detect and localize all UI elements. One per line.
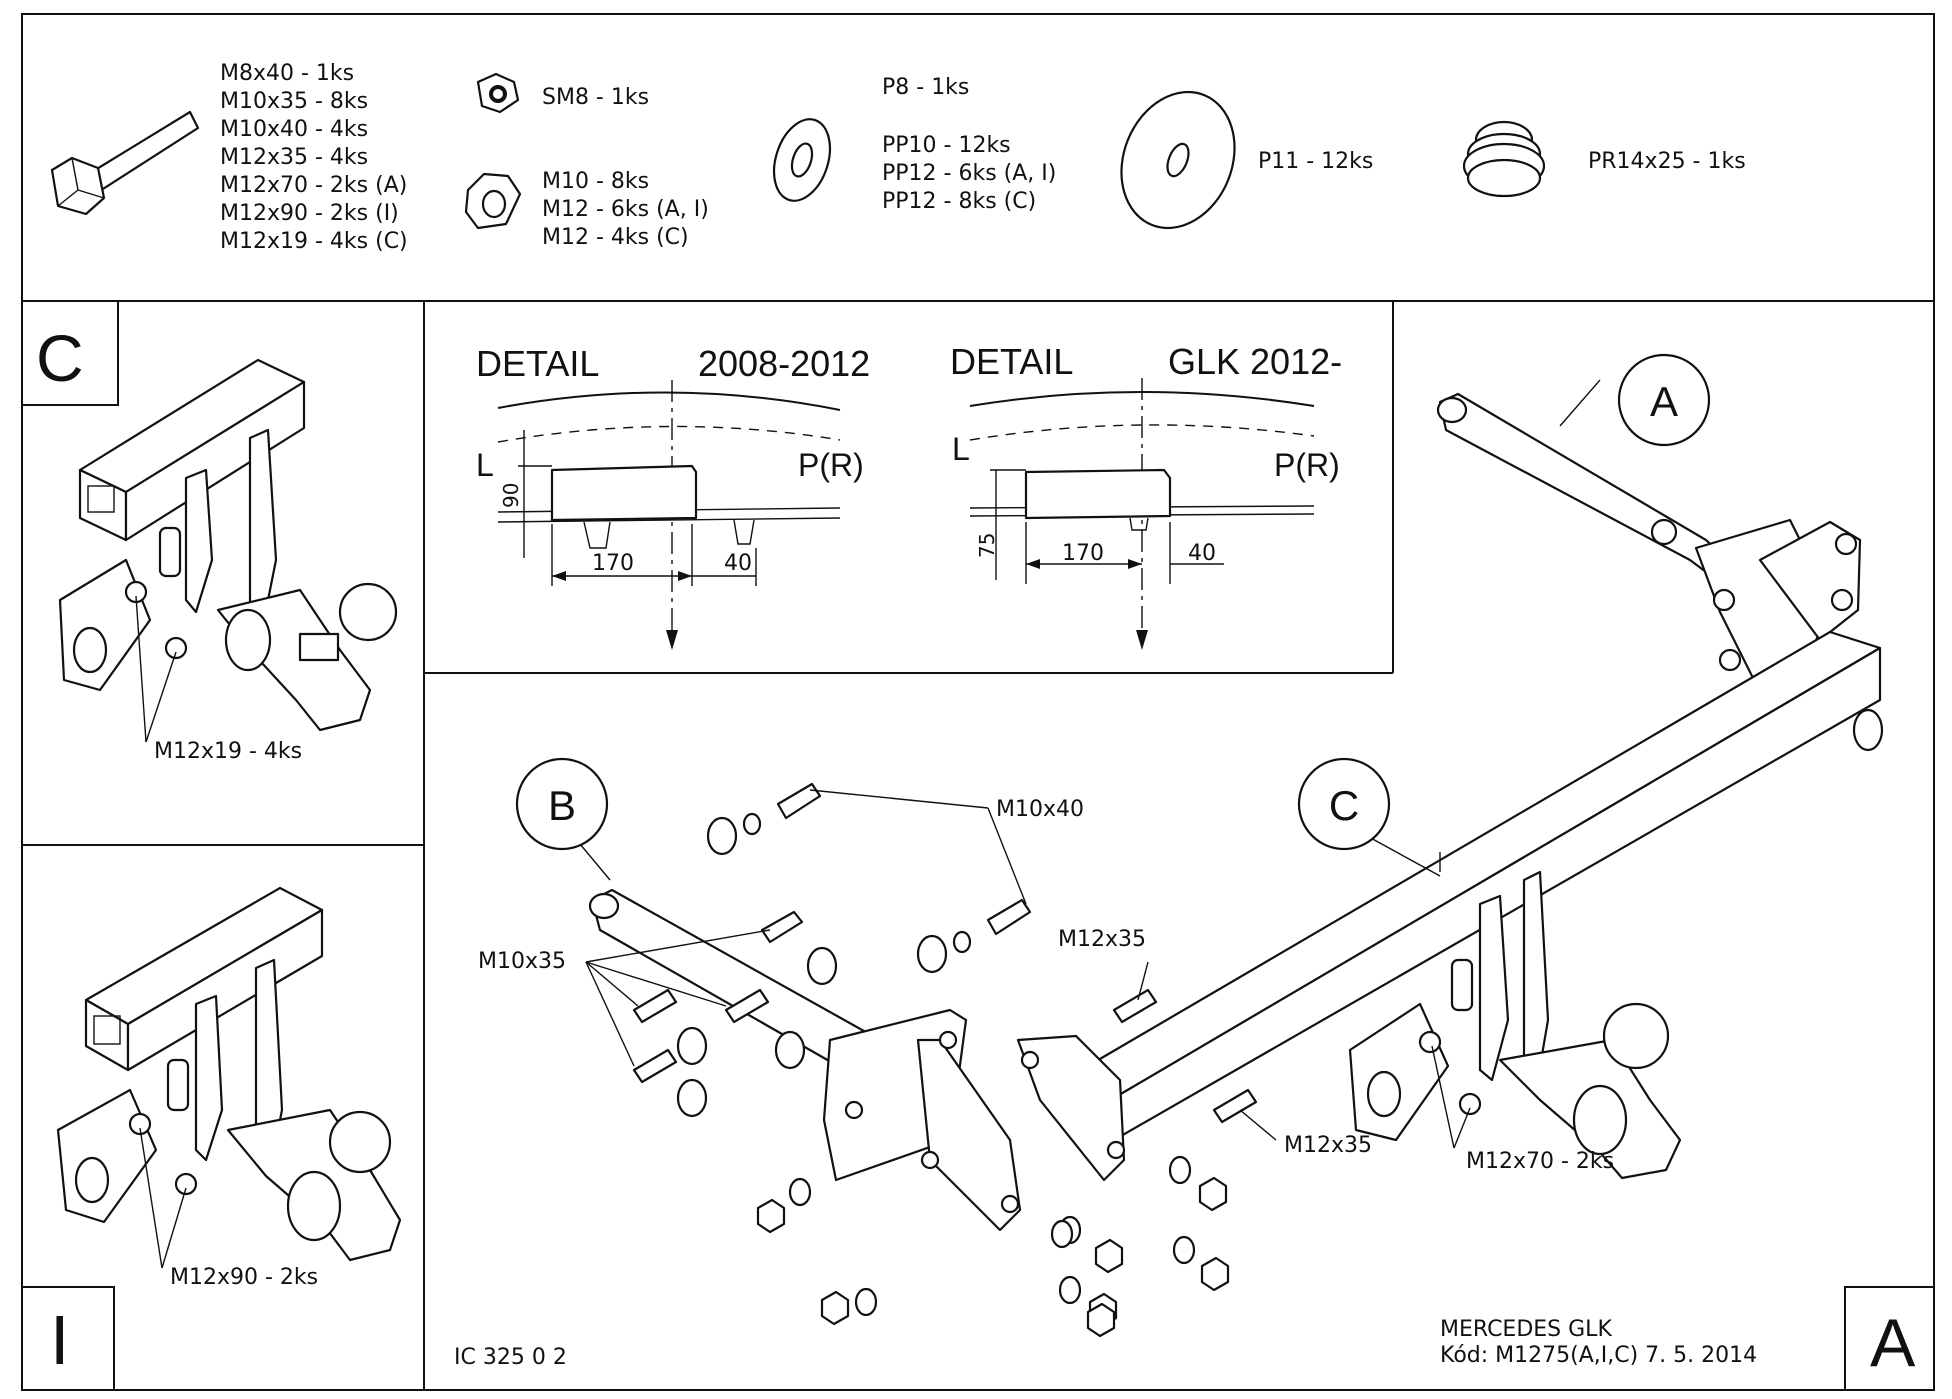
detail-left-label: L (952, 431, 970, 467)
washer-label: P8 - 1ks (882, 75, 969, 100)
callout-m10x40: M10x40 (996, 797, 1084, 822)
detail-dim-width: 170 (592, 551, 634, 576)
bolt-label: M12x90 - 2ks (I) (220, 201, 399, 226)
detail-dim-width: 170 (1062, 541, 1104, 566)
detail-left-label: L (476, 447, 494, 483)
leader-line (135, 595, 147, 743)
callout-bubble-label: B (548, 782, 576, 829)
panel-c: C M12x19 - 4ks (36, 321, 398, 764)
detail-years: GLK 2012- (1168, 341, 1342, 382)
nut-label: M12 - 6ks (A, I) (542, 197, 709, 222)
large-washer-icon (1120, 90, 1236, 230)
detail-title: DETAIL (476, 343, 599, 384)
fasteners (632, 782, 1258, 1338)
cross-beam-drawing (1062, 630, 1882, 1142)
frame-lines (21, 13, 1935, 1391)
washer-label: PP12 - 8ks (C) (882, 189, 1036, 214)
ball-hitch-drawing (1348, 870, 1682, 1180)
product-code: Kód: M1275(A,I,C) 7. 5. 2014 (1440, 1343, 1757, 1368)
detail-right-label: P(R) (798, 447, 864, 483)
detail-years: 2008-2012 (698, 343, 870, 384)
detail-dim-height: 75 (975, 533, 999, 558)
leader-line (161, 1187, 187, 1269)
panel-i: M12x90 - 2ks I (50, 886, 402, 1379)
callout-bubble-b: B (515, 757, 609, 851)
detail-glk-2012: DETAIL GLK 2012- L P(R) 75 170 40 (950, 341, 1342, 650)
arm-a-drawing (1436, 392, 1884, 752)
callout-bubble-label: C (1329, 782, 1359, 829)
nut-label: M12 - 4ks (C) (542, 225, 689, 250)
drawing-number: IC 325 0 2 (454, 1345, 567, 1370)
washer-icon (772, 118, 832, 202)
spring-washer-icon (1462, 120, 1546, 198)
callout-m12x35-top: M12x35 (1058, 927, 1146, 952)
bolt-label: M12x70 - 2ks (A) (220, 173, 407, 198)
bolt-label: M12x19 - 4ks (C) (220, 229, 408, 254)
panel-i-callout: M12x90 - 2ks (170, 1265, 318, 1290)
tow-bar-variant-c-drawing (58, 358, 398, 732)
self-locking-nut-icon (476, 72, 520, 114)
detail-dim-offset: 40 (1188, 541, 1216, 566)
large-washer-label: P11 - 12ks (1258, 149, 1373, 174)
arm-b-drawing (588, 888, 1126, 1232)
tow-bar-variant-i-drawing (56, 886, 402, 1262)
bolt-label: M10x40 - 4ks (220, 117, 368, 142)
callout-bubble-c: C (1297, 757, 1391, 851)
callout-m10x35: M10x35 (478, 949, 566, 974)
spring-washer-label: PR14x25 - 1ks (1588, 149, 1746, 174)
corner-letter: A (1870, 1305, 1916, 1381)
hex-bolt-icon (50, 110, 200, 216)
washer-label: PP12 - 6ks (A, I) (882, 161, 1056, 186)
detail-dim-offset: 40 (724, 551, 752, 576)
bolt-label: M10x35 - 8ks (220, 89, 368, 114)
panel-c-callout: M12x19 - 4ks (154, 739, 302, 764)
callout-m12x35-bottom: M12x35 (1284, 1133, 1372, 1158)
detail-title: DETAIL (950, 341, 1073, 382)
detail-right-label: P(R) (1274, 447, 1340, 483)
callout-bubble-label: A (1650, 378, 1678, 425)
callout-bubble-a: A (1617, 353, 1711, 447)
bolt-label: M12x35 - 4ks (220, 145, 368, 170)
detail-dim-height: 90 (499, 483, 523, 508)
leader-line (145, 651, 177, 743)
callout-m12x70: M12x70 - 2ks (1466, 1149, 1614, 1174)
panel-c-letter: C (36, 321, 84, 395)
main-assembly: A B C M10x40 M10x35 M12x35 M12x35 M12x70… (478, 353, 1884, 1338)
washer-label: PP10 - 12ks (882, 133, 1011, 158)
hex-nut-icon (464, 172, 522, 230)
panel-i-letter: I (50, 1301, 69, 1379)
nut-label: M10 - 8ks (542, 169, 649, 194)
bolt-label: M8x40 - 1ks (220, 61, 354, 86)
self-locking-nut-label: SM8 - 1ks (542, 85, 649, 110)
vehicle-name: MERCEDES GLK (1440, 1317, 1612, 1342)
title-block: IC 325 0 2 MERCEDES GLK Kód: M1275(A,I,C… (454, 1305, 1916, 1381)
leader-line (139, 1127, 163, 1269)
hardware-row: M8x40 - 1ks M10x35 - 8ks M10x40 - 4ks M1… (50, 61, 1746, 254)
detail-2008-2012: DETAIL 2008-2012 L P(R) 90 170 40 (476, 343, 870, 650)
